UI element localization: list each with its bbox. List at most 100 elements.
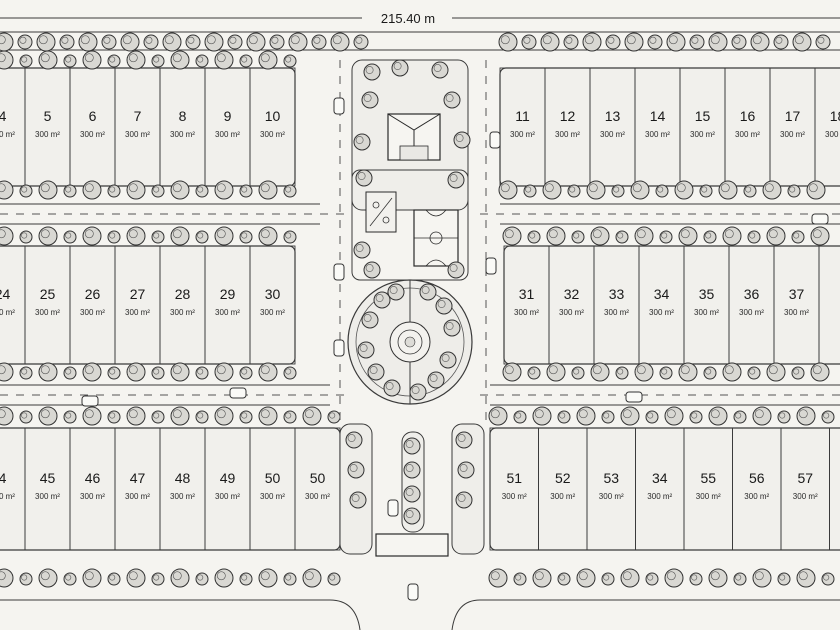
tree-icon — [361, 311, 379, 329]
lane-markings — [0, 60, 840, 420]
tree-icon — [498, 32, 518, 52]
tree-icon — [283, 184, 297, 198]
south-entrance — [339, 423, 485, 557]
lot-area: 300 m² — [170, 308, 195, 317]
entrance-gate — [375, 533, 449, 557]
lot-area: 300 m² — [80, 130, 105, 139]
lot-number: 34 — [654, 286, 670, 302]
tree-icon — [19, 572, 33, 586]
lot-number: 16 — [740, 108, 756, 124]
tree-icon — [63, 410, 77, 424]
vehicles — [81, 97, 829, 601]
tree-icon — [796, 568, 816, 588]
tree-icon — [787, 184, 801, 198]
tree-icon — [82, 406, 102, 426]
tree-icon — [283, 410, 297, 424]
tree-icon — [431, 61, 449, 79]
tree-icon — [63, 366, 77, 380]
lot-number: 7 — [134, 108, 142, 124]
tree-icon — [557, 410, 571, 424]
tree-icon — [752, 406, 772, 426]
tree-icon — [82, 226, 102, 246]
tree-icon — [302, 568, 322, 588]
lot-area: 300 m² — [215, 130, 240, 139]
tree-icon — [363, 261, 381, 279]
car-icon — [485, 257, 497, 275]
tree-icon — [363, 63, 381, 81]
tree-icon — [557, 572, 571, 586]
lot-area: 300 m² — [645, 130, 670, 139]
tree-icon — [59, 34, 75, 50]
tree-icon — [349, 491, 367, 509]
tree-icon — [107, 366, 121, 380]
tree-icon — [38, 568, 58, 588]
lot-parcel[interactable] — [829, 427, 840, 551]
tree-icon — [239, 54, 253, 68]
tree-icon — [766, 226, 786, 246]
lot-number: 24 — [0, 286, 10, 302]
tree-icon — [107, 230, 121, 244]
lot-parcel[interactable]: 18300 m² — [814, 67, 840, 187]
lot-area: 300 m² — [80, 492, 105, 501]
tree-icon — [521, 34, 537, 50]
tree-icon — [747, 230, 761, 244]
tree-icon — [327, 572, 341, 586]
tree-icon — [762, 180, 782, 200]
lot-parcel[interactable] — [818, 245, 840, 365]
tree-icon — [546, 226, 566, 246]
tree-icon — [19, 184, 33, 198]
tree-icon — [195, 572, 209, 586]
tree-icon — [659, 366, 673, 380]
tree-icon — [502, 226, 522, 246]
lot-area: 300 m² — [0, 130, 15, 139]
lot-number: 17 — [785, 108, 801, 124]
tree-icon — [258, 50, 278, 70]
lot-area: 300 m² — [559, 308, 584, 317]
tree-icon — [532, 406, 552, 426]
lot-parcel[interactable]: 24300 m² — [0, 245, 26, 365]
